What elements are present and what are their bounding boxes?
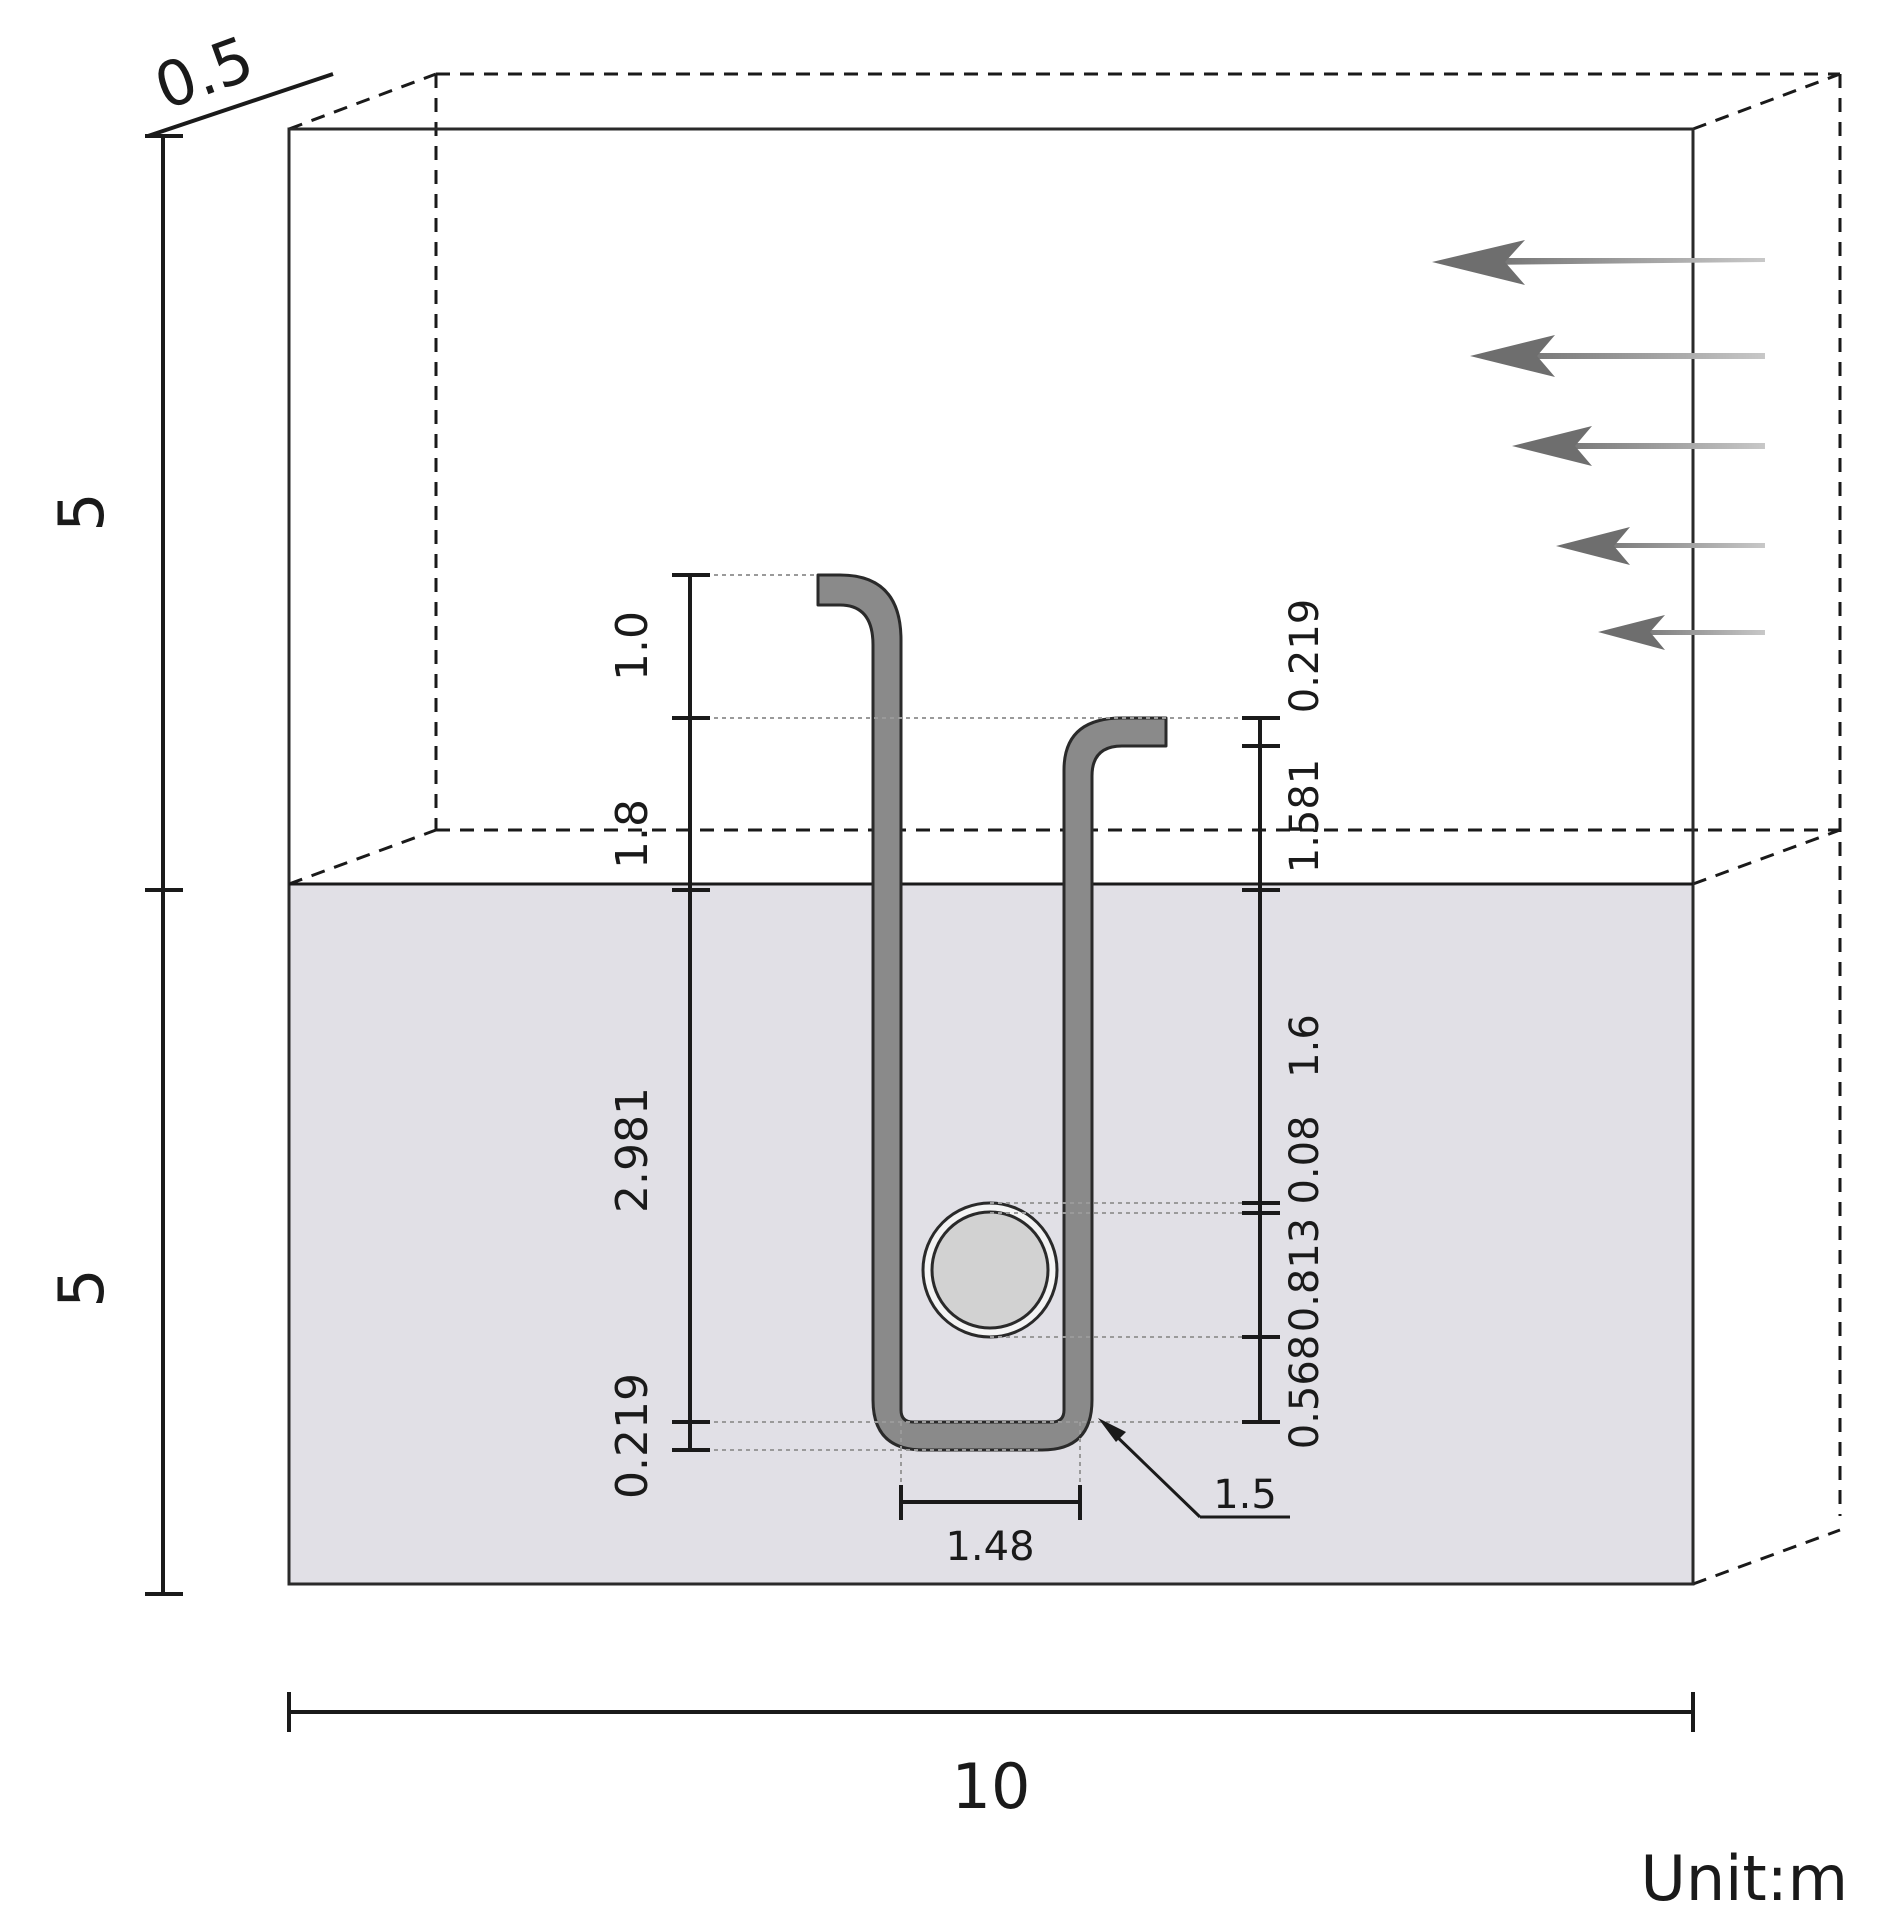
right-gap-dimension: 0.08 xyxy=(1282,1115,1328,1204)
left-low-dimension: 2.981 xyxy=(607,1087,658,1213)
pipe-inner xyxy=(930,1210,1050,1330)
dimension-lines xyxy=(145,72,1695,1732)
radius-arrowhead xyxy=(1098,1418,1126,1442)
arrow-left-icon xyxy=(1598,615,1765,650)
right-pipe-dimension: 0.813 xyxy=(1282,1218,1328,1333)
front-box xyxy=(287,127,1695,1586)
arrow-left-icon xyxy=(1556,527,1765,565)
depth-label: 0.5 xyxy=(145,22,263,124)
right-mid-dimension: 1.6 xyxy=(1282,1014,1328,1078)
right-upper-dimension: 1.581 xyxy=(1282,759,1328,874)
unit-label: Unit:m xyxy=(1641,1842,1849,1913)
right-bottom-dimension: 0.568 xyxy=(1282,1335,1328,1450)
base-width-dimension: 1.48 xyxy=(945,1524,1034,1570)
arrow-left-icon xyxy=(1470,335,1765,377)
left-bottom-dimension: 0.219 xyxy=(607,1373,658,1499)
u-structure xyxy=(816,573,1168,1452)
height-upper-label: 5 xyxy=(45,492,118,531)
left-top-dimension: 1.0 xyxy=(607,611,658,681)
left-mid-dimension: 1.8 xyxy=(607,799,658,869)
height-lower-label: 5 xyxy=(45,1268,118,1307)
arrow-left-icon xyxy=(1512,426,1765,466)
back-box-edges xyxy=(288,72,1842,1586)
flow-arrows xyxy=(1432,240,1765,650)
right-top-dimension: 0.219 xyxy=(1282,599,1328,714)
arrow-left-icon xyxy=(1432,240,1765,285)
width-label: 10 xyxy=(952,1750,1031,1823)
radius-leader xyxy=(1108,1428,1290,1519)
radius-dimension: 1.5 xyxy=(1213,1472,1277,1518)
